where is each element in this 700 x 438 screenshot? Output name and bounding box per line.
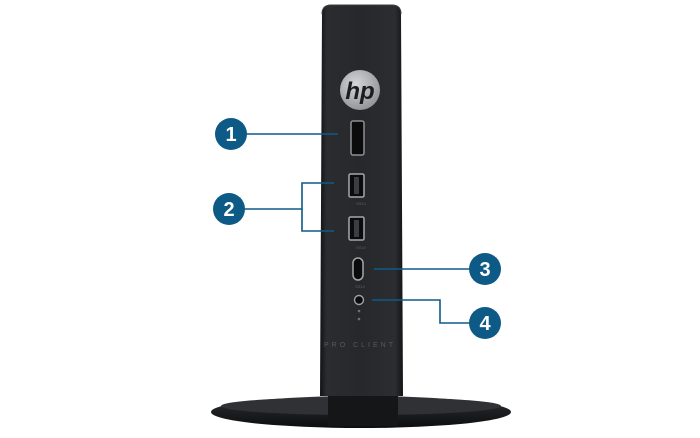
chassis	[320, 4, 403, 396]
headset-jack	[353, 294, 365, 321]
stand	[211, 396, 511, 428]
hp-logo-text: hp	[345, 78, 374, 105]
callout-4-number: 4	[479, 313, 491, 335]
leader-lines	[244, 133, 470, 324]
usb-c-port: SS10	[352, 257, 366, 289]
leader-line-4	[372, 299, 470, 324]
callout-4: 4	[469, 307, 501, 339]
leader-line-2	[244, 182, 334, 210]
callout-3-number: 3	[479, 259, 490, 281]
callout-1: 1	[215, 118, 247, 150]
usb-a-port-1: SS10	[348, 173, 367, 206]
callout-2-number: 2	[223, 199, 234, 221]
callout-1-number: 1	[225, 124, 236, 146]
callout-3: 3	[469, 253, 501, 285]
usb-c-label: SS10	[355, 284, 366, 289]
hp-logo: hp	[340, 70, 380, 110]
memory-card-slot	[350, 120, 365, 156]
leader-line-2b	[301, 209, 334, 232]
model-etching: PRO CLIENT	[324, 342, 396, 349]
usb-a-1-label: SS10	[356, 201, 367, 206]
usb-a-2-label: SS10	[356, 245, 367, 250]
callout-2: 2	[213, 193, 245, 225]
usb-a-port-2: SS10	[348, 216, 367, 250]
